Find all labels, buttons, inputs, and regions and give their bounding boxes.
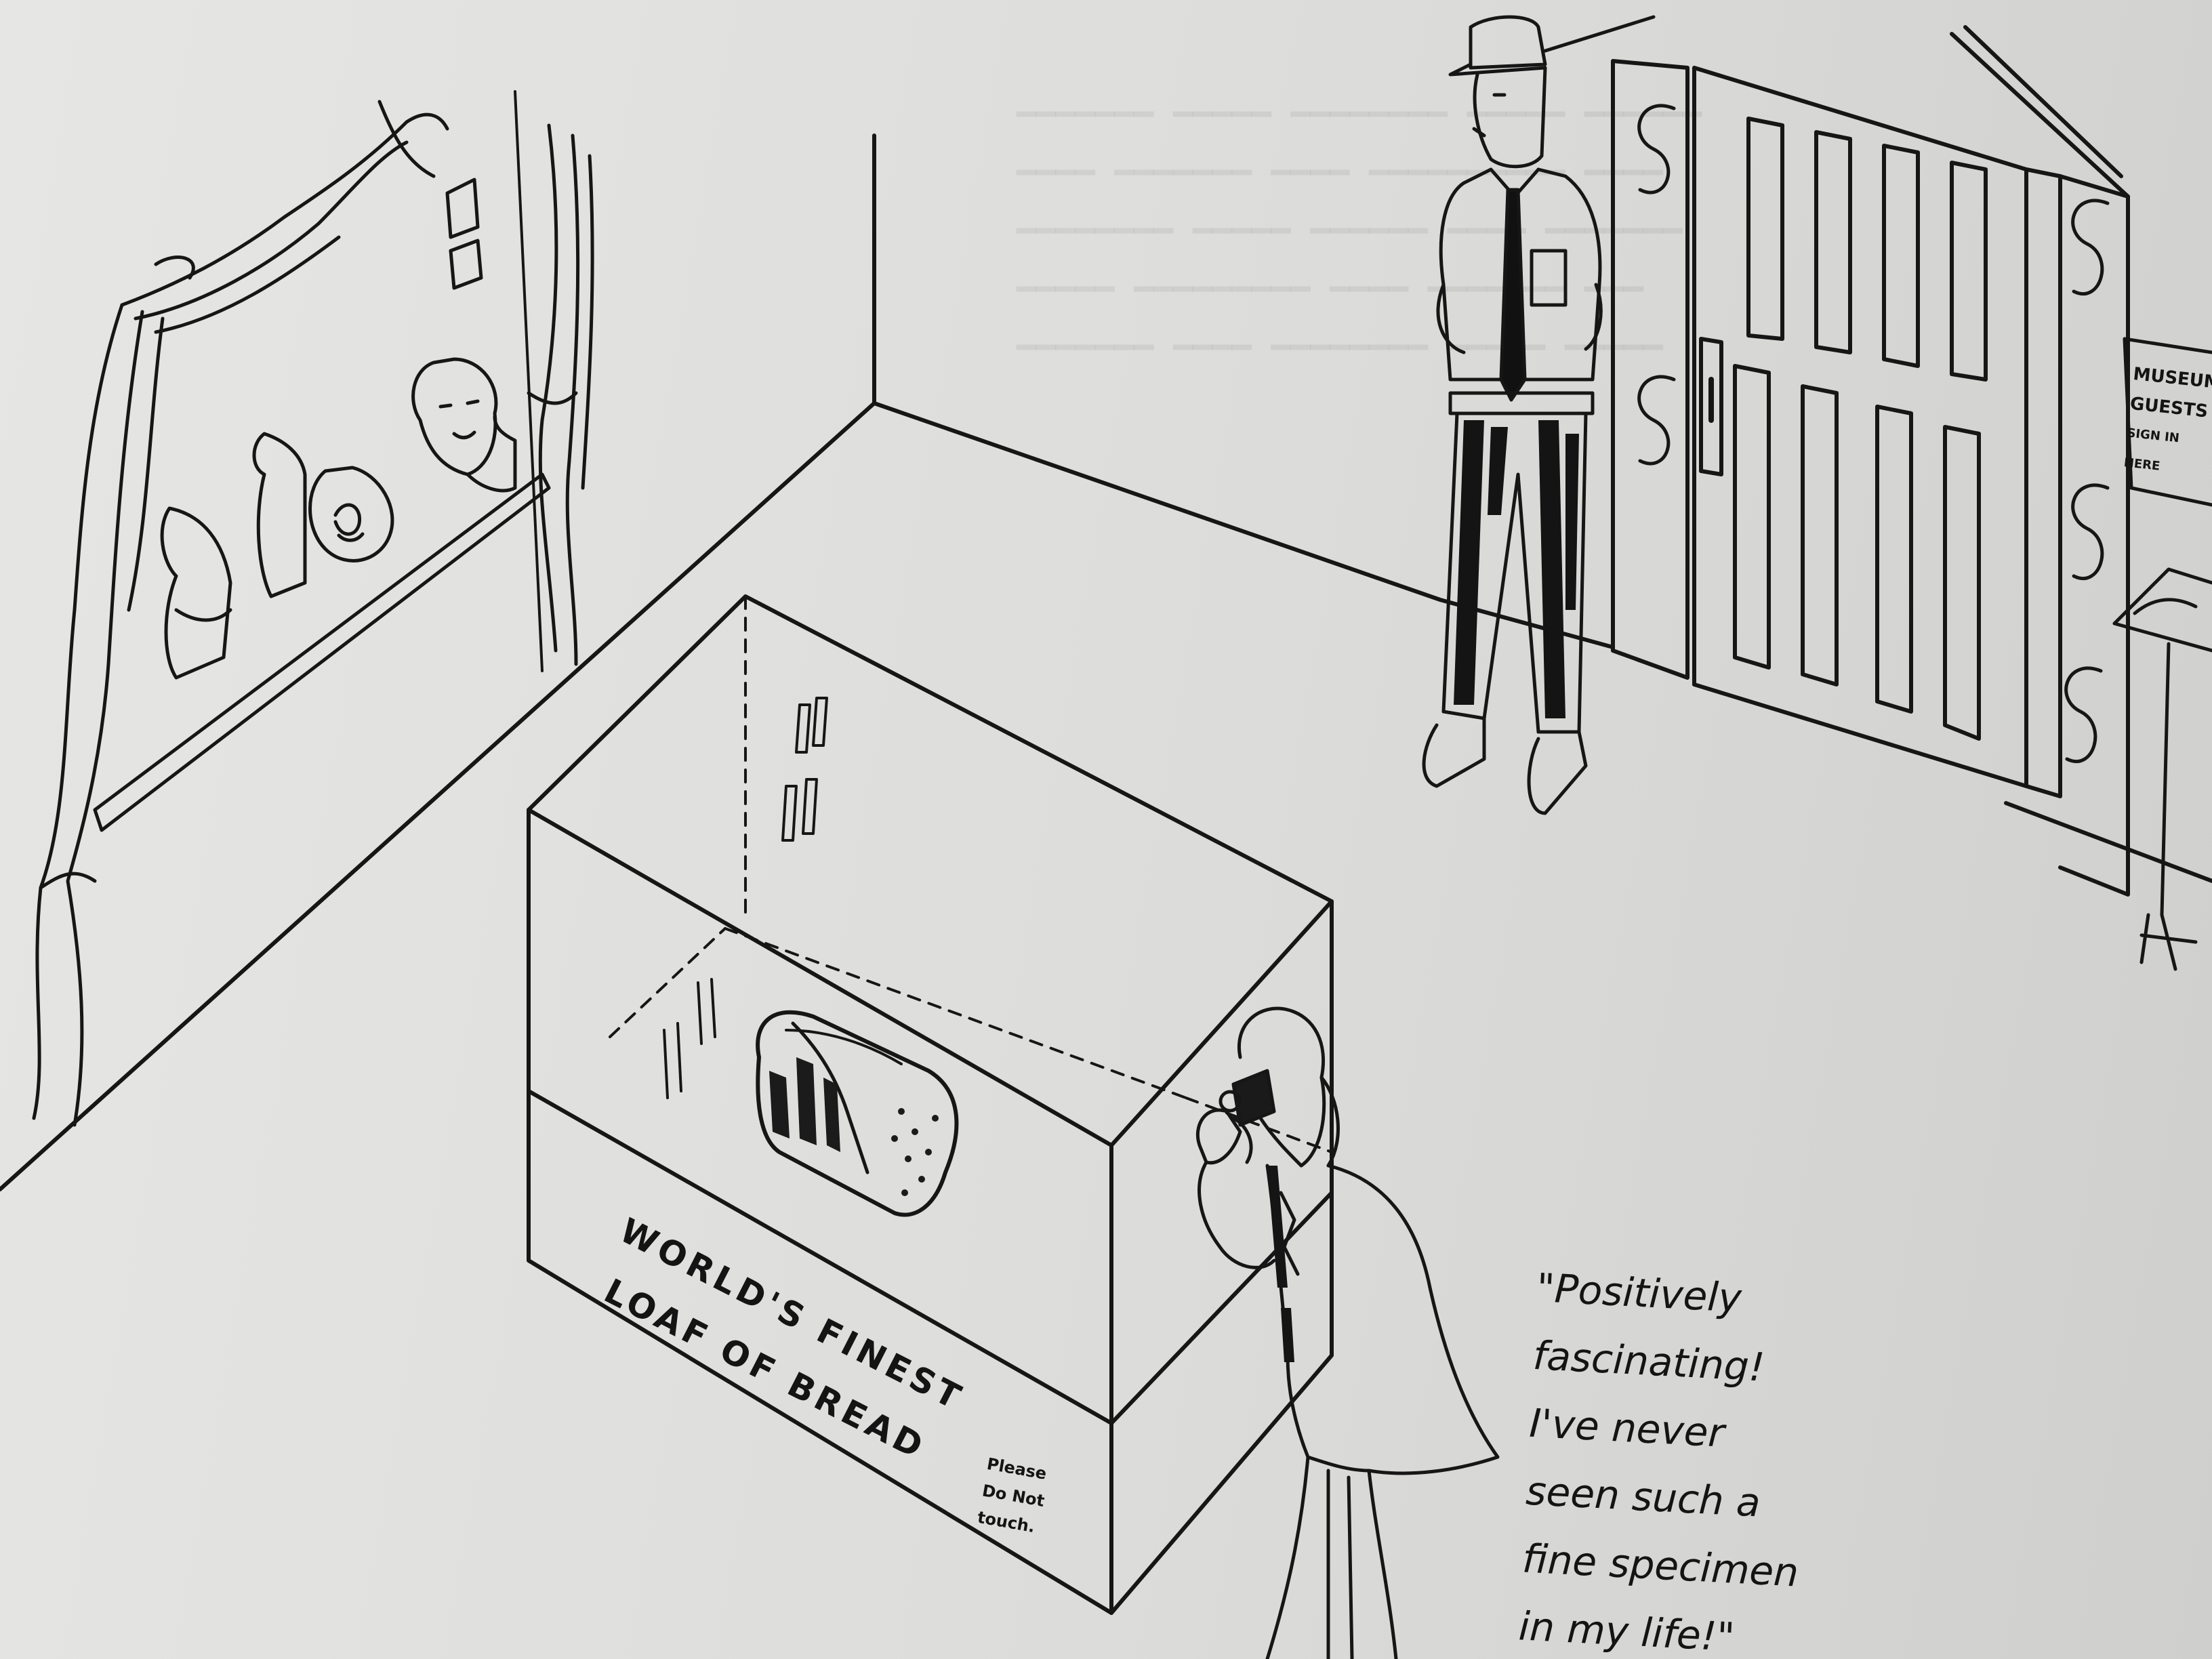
window-with-curtains xyxy=(32,100,594,1127)
guest-book-podium xyxy=(2112,567,2212,971)
guest-sign-text: MUSEUM GUESTS SIGN IN HERE xyxy=(2123,359,2212,487)
display-case xyxy=(527,594,1334,1615)
onlookers-group xyxy=(160,357,517,680)
visitor-with-camera xyxy=(1195,1006,1500,1659)
room-walls xyxy=(0,90,2212,1191)
guest-sign-board xyxy=(2123,337,2212,507)
paper-show-through: ━━━━━━━ ━━━━━ ━━━━━━━━ ━━━━━ ━━━━━━ ━━━━… xyxy=(1017,96,1702,367)
museum-doors xyxy=(1611,25,2130,897)
speech-caption: "Positively fascinating! I've never seen… xyxy=(1517,1254,1815,1659)
security-guard xyxy=(1422,15,1656,815)
loaf-of-bread xyxy=(756,1010,959,1217)
